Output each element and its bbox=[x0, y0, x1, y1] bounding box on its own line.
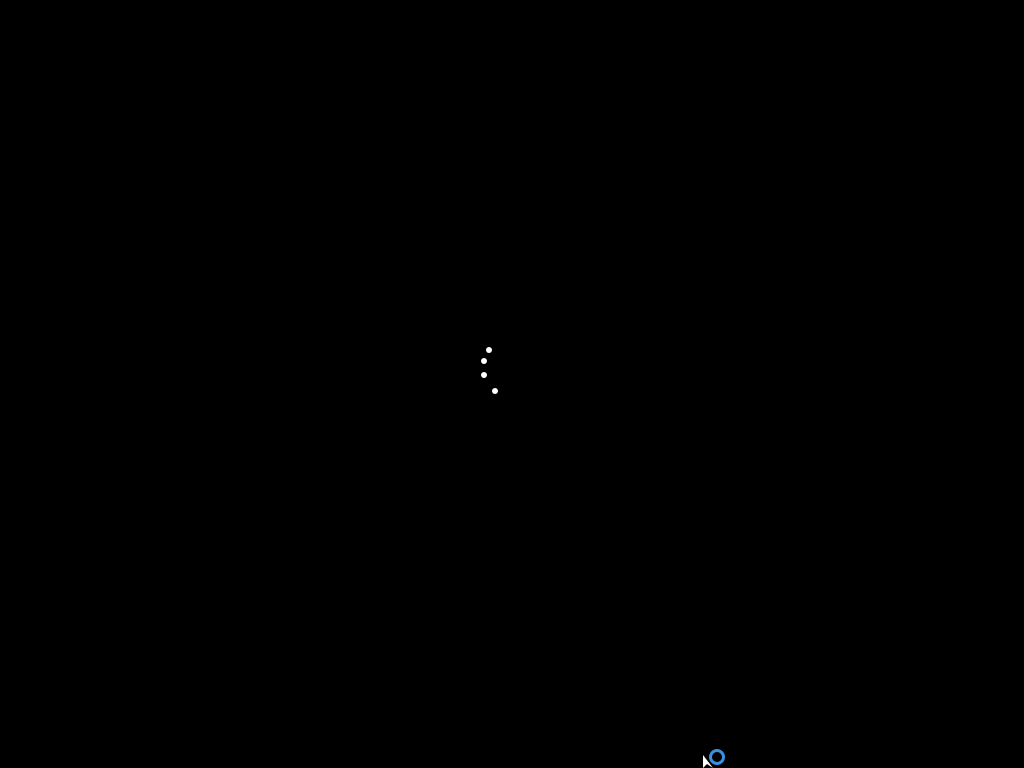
spinner-dot bbox=[492, 388, 498, 394]
arrow-cursor-icon bbox=[703, 755, 713, 768]
spinner-dot bbox=[486, 347, 492, 353]
spinner-dot bbox=[481, 358, 487, 364]
busy-ring-icon bbox=[709, 749, 725, 765]
spinner-dot bbox=[481, 372, 487, 378]
